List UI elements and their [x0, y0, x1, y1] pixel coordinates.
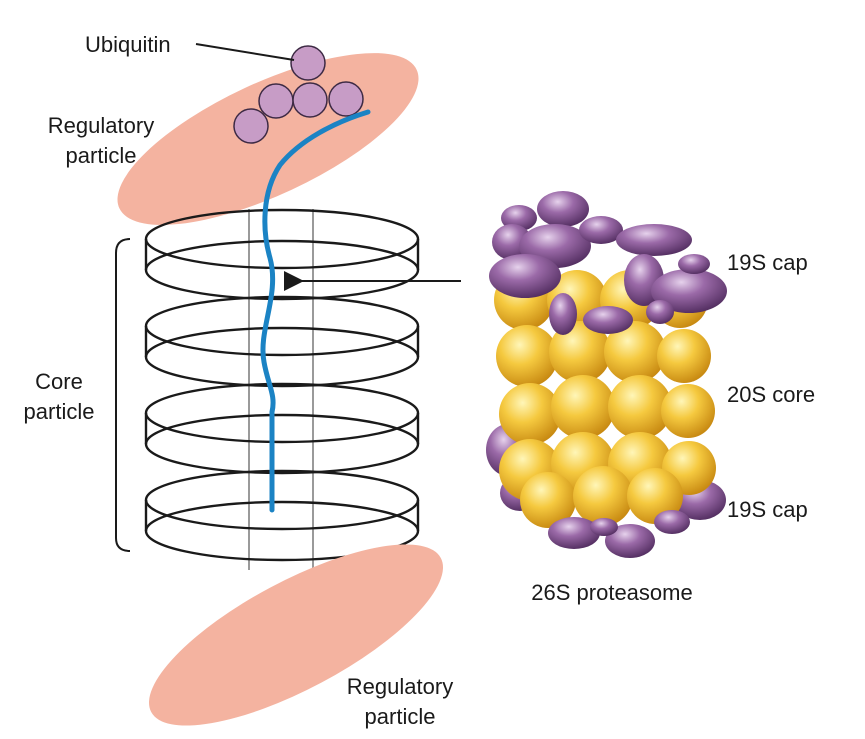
- ubiquitin-bead: [290, 45, 326, 81]
- label-regulatory-bottom-2: particle: [365, 704, 436, 729]
- label-regulatory-top-1: Regulatory: [48, 113, 154, 138]
- label-core-20s: 20S core: [727, 382, 815, 407]
- label-regulatory-top-2: particle: [66, 143, 137, 168]
- regulatory-particle-bottom: [148, 544, 444, 726]
- polypeptide-strand: [260, 109, 371, 513]
- ubiquitin-chain: [233, 45, 364, 144]
- core-bracket: [115, 238, 131, 552]
- label-core-1: Core: [35, 369, 83, 394]
- cap-bottom-19s: [548, 510, 690, 558]
- core-rings: [144, 208, 420, 562]
- label-core-2: particle: [24, 399, 95, 424]
- ubiquitin-bead: [328, 81, 364, 117]
- cap-top-19s: [489, 191, 727, 335]
- ubiquitin-bead: [233, 108, 269, 144]
- ubiquitin-bead: [258, 83, 294, 119]
- label-ubiquitin: Ubiquitin: [85, 32, 171, 57]
- ubiquitin-leader-line: [195, 43, 295, 61]
- label-cap-top: 19S cap: [727, 250, 808, 275]
- ubiquitin-bead: [292, 82, 328, 118]
- label-regulatory-bottom-1: Regulatory: [347, 674, 453, 699]
- core-guides: [248, 209, 314, 570]
- proteasome-model: [486, 191, 727, 558]
- label-proteasome: 26S proteasome: [531, 580, 692, 605]
- label-cap-bottom: 19S cap: [727, 497, 808, 522]
